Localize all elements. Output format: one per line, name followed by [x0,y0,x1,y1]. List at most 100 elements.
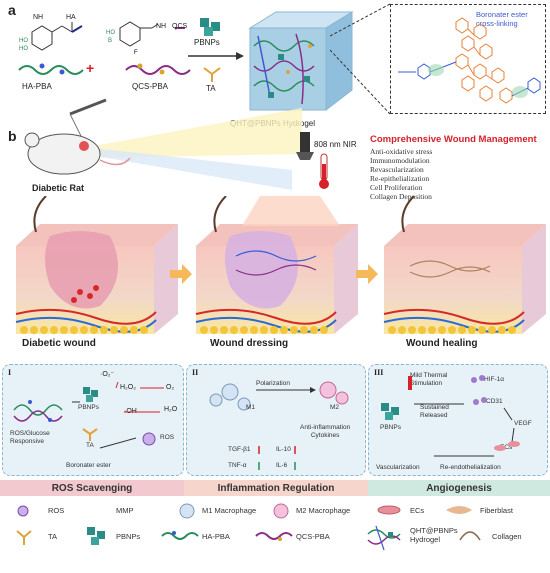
tgf-label: TGF-β1 [228,446,251,453]
box2-roman: II [192,368,199,377]
il10-label: IL-10 [276,446,291,453]
sustained-label: Sustained Released [420,404,449,419]
legend-fiberblast: Fiberblast [480,506,513,515]
box1-ros-label: ROS [160,434,175,441]
box1-pbnps-icon [83,387,98,402]
svg-text:HO: HO [19,38,28,44]
thermometer-icon [319,153,329,189]
hif-label: HIF-1α [484,376,505,383]
legend-hapba: HA-PBA [202,532,230,541]
box2-updown-arrows [258,446,296,470]
crosslink-label: Boronater ester cross-linking [476,10,528,28]
box1-ta-icon [82,428,98,441]
panel-b-letter: b [8,128,17,144]
legend-collagen: Collagen [492,532,522,541]
box-ros [2,364,184,476]
o2: O₂ [166,384,175,391]
ta-label: TA [206,84,216,93]
legend-fiberblast-icon [446,506,472,514]
nir-label: 808 nm NIR [314,140,357,149]
legend-ros: ROS [48,506,65,515]
box1-ta-label: TA [86,442,94,449]
legend-hydrogel-icon [367,525,401,551]
skin-block-healing [383,196,546,334]
plus-sign: + [86,60,95,76]
qcs-label: QCS [172,23,188,30]
panel-a-letter: a [8,2,16,18]
ha-label: HA [66,14,76,21]
legend-pbnps-icon [87,527,105,545]
svg-text:HO: HO [106,30,115,36]
box1-pbnps-label: PBNPs [78,404,99,411]
reendo-label: Re-endothelialization [440,464,501,471]
box-inflammation [186,364,366,476]
legend-ecs-icon [377,505,401,515]
legend-ecs: ECs [410,506,425,515]
cd31-label: CD31 [486,398,503,405]
ha-pba-structure: HO HO [19,22,83,52]
svg-text:B: B [108,38,112,44]
mgmt-item: Collagen Deposition [370,192,432,201]
box3-arrows [408,375,520,457]
stage-wound-dressing: Wound dressing [210,338,289,349]
section-ros-scavenging: ROS Scavenging [0,480,184,496]
box1-ros-icon [142,432,156,446]
legend-m1: M1 Macrophage [202,506,257,515]
legend-pbnps: PBNPs [116,532,141,541]
ecs-label: ECs [500,444,513,451]
legend-collagen-icon [459,531,481,541]
svg-text:HO: HO [19,46,28,52]
mgmt-item: Cell Proliferation [370,183,423,192]
box1-arrows [72,381,164,449]
section-angiogenesis: Angiogenesis [368,480,550,496]
il6-label: IL-6 [276,462,288,469]
boronate-ester-label: Boronater ester [66,462,111,469]
legend-mmp: MMP [116,506,134,515]
legend-m1-icon [179,503,195,519]
skin-block-diabetic [15,196,178,334]
pbnps-icon [200,18,220,36]
vascularization-label: Vascularization [376,464,420,471]
m2-label: M2 [330,404,340,411]
qcs-pba-caption: QCS-PBA [132,82,169,91]
superoxide: ·O₂⁻ [100,371,115,378]
legend-m2: M2 Macrophage [296,506,351,515]
polymer-chains [18,63,191,75]
stage-wound-healing: Wound healing [406,338,478,349]
synthesis-arrow [188,52,244,60]
nh-label: NH [33,14,44,21]
tnf-label: TNF-α [228,462,247,469]
m1-label: M1 [246,404,256,411]
nir-flashlight [296,132,314,160]
rat-label: Diabetic Rat [32,183,85,193]
h2o: H₂O [164,406,178,413]
legend-ros-icon [17,505,29,517]
mgmt-item: Immunomodulation [370,156,430,165]
vegf-label: VEGF [514,420,532,427]
ha-pba-caption: HA-PBA [22,82,52,91]
skin-cross-sections [15,196,546,334]
legend-hydrogel: QHT@PBNPs Hydrogel [410,526,458,544]
pbnps-label: PBNPs [194,38,220,47]
qcs-nh-label: NH [156,23,167,30]
mgmt-list: Anti-oxidative stress Immunomodulation R… [370,147,432,201]
mgmt-title: Comprehensive Wound Management [370,134,537,145]
legend-qcspba: QCS-PBA [296,532,330,541]
box2-macrophages [209,381,349,411]
crosslink-box [390,4,546,114]
qcs-pba-structure: HO B F [106,21,185,56]
h2o2: H₂O₂ [120,384,136,391]
legend: ROS MMP M1 Macrophage M2 Macrophage ECs … [0,498,550,573]
box-angiogenesis [368,364,548,476]
box3-pbnps-icon [381,403,399,420]
box3-roman: III [374,368,384,377]
stage-diabetic-wound: Diabetic wound [22,338,96,349]
crosslink-structure [398,17,541,104]
ta-icon [203,67,221,82]
polarization-label: Polarization [256,380,290,387]
legend-m2-icon [273,503,289,519]
skin-block-dressing [195,196,358,334]
mild-thermal-label: Mild Thermal Stimulation [410,372,448,387]
ros-glucose-label: ROS/Glucose Responsive [10,430,50,445]
legend-ta: TA [48,532,58,541]
